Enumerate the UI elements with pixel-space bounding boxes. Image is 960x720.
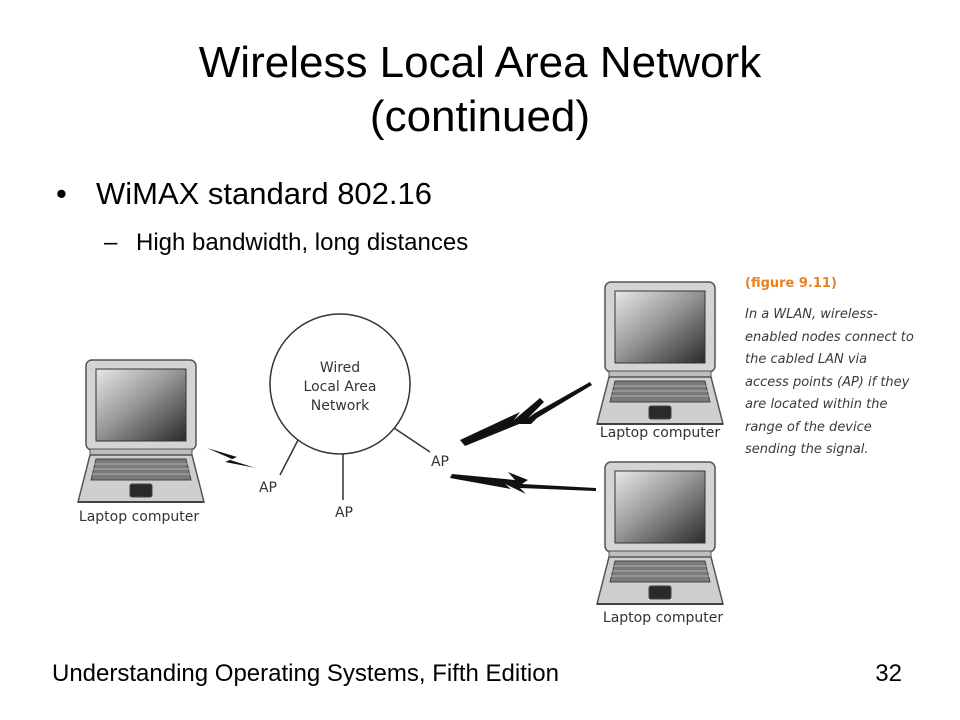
bullet-marker: • — [56, 176, 67, 211]
title-line-2: (continued) — [369, 92, 591, 141]
laptop-left — [77, 359, 205, 503]
wired-lan-circle — [269, 313, 411, 455]
wireless-link-bottom — [450, 472, 596, 494]
footer-book-title: Understanding Operating Systems, Fifth E… — [52, 660, 559, 687]
slide-title: Wireless Local Area Network (continued) — [0, 36, 960, 144]
figure-title: (figure 9.11) — [745, 276, 837, 291]
network-label-line-1: Wired — [320, 360, 360, 376]
ap-line-left — [279, 439, 299, 476]
bullet-text: WiMAX standard 802.16 — [96, 176, 433, 211]
figure-caption: In a WLAN, wireless-enabled nodes connec… — [745, 307, 914, 457]
network-label-line-2: Local Area — [304, 379, 377, 395]
ap-label-bottom: AP — [335, 505, 353, 521]
sub-bullet-text: High bandwidth, long distances — [136, 229, 469, 256]
sub-bullet-marker: – — [104, 229, 118, 256]
laptop-label-bottom-right: Laptop computer — [603, 610, 723, 626]
page-number: 32 — [875, 660, 902, 687]
laptop-bottom-right — [596, 461, 724, 605]
network-label-line-3: Network — [311, 398, 370, 414]
laptop-label-top-right: Laptop computer — [600, 425, 720, 441]
laptop-label-left: Laptop computer — [79, 509, 199, 525]
wireless-link-left — [207, 448, 256, 468]
wireless-link-top — [460, 382, 592, 446]
ap-label-left: AP — [259, 480, 277, 496]
bullet-item: • WiMAX standard 802.16 — [56, 174, 432, 214]
sub-bullet-item: –High bandwidth, long distances — [104, 226, 468, 260]
ap-label-right: AP — [431, 454, 449, 470]
title-line-1: Wireless Local Area Network — [198, 38, 762, 87]
laptop-top-right — [596, 281, 724, 425]
ap-line-right — [393, 427, 431, 453]
